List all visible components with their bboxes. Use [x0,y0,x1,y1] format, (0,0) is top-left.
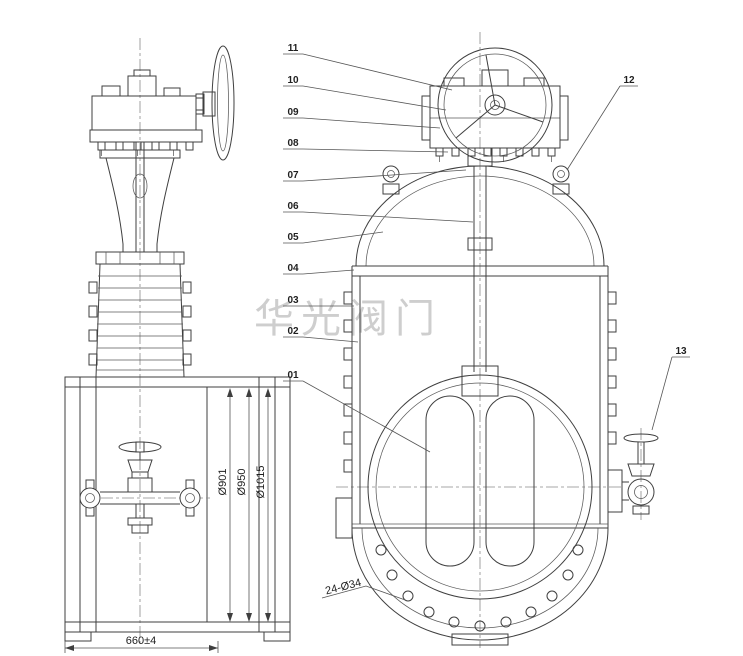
callout-03: 03 [283,295,354,307]
lifting-eye-right [552,165,570,195]
bolt-hole [500,616,512,628]
handwheel-spoke [485,54,496,106]
callout-05-label: 05 [287,232,299,243]
callout-04-label: 04 [287,263,299,274]
callout-labels: 11 10 09 08 07 06 05 [283,43,690,453]
callout-06-label: 06 [287,201,299,212]
callout-08-label: 08 [287,138,299,149]
left-view [64,38,291,645]
valve-stem [467,166,493,372]
side-bonnet [95,142,185,265]
dimension-dia-901: Ø901 [217,388,233,622]
dimension-dia-950: Ø950 [236,388,252,622]
gate-disc [367,365,593,600]
lifting-eye-left [382,165,400,195]
dim-bolt-holes-text: 24-Ø34 [324,577,363,598]
dim-dia-901-text: Ø901 [217,469,229,496]
callout-05: 05 [283,231,384,244]
callout-10-label: 10 [287,75,299,86]
bolt-hole [375,544,387,556]
callout-13-label: 13 [675,346,687,357]
bolt-hole [386,569,398,581]
bolt-hole [448,616,460,628]
side-body-shell [64,376,291,642]
front-handwheel [437,47,553,163]
callout-01: 01 [283,370,431,453]
front-body-shell [335,265,617,539]
callout-10: 10 [283,75,447,111]
callout-13: 13 [651,346,690,431]
dimensions: Ø901 Ø950 Ø1015 660±4 24-Ø34 [64,388,409,653]
bolt-hole [572,544,584,556]
bolt-hole [525,606,537,618]
dimension-overall-width: 660±4 [64,635,219,653]
callout-02-label: 02 [287,326,299,337]
callout-12: 12 [566,75,638,171]
callout-07-label: 07 [287,170,299,181]
side-handwheel [196,45,235,161]
callout-01-label: 01 [287,370,299,381]
front-bonnet-dome [355,147,605,267]
callout-09-label: 09 [287,107,299,118]
dimension-dia-1015: Ø1015 [255,388,271,622]
callout-07: 07 [283,169,467,182]
handwheel-spoke [494,104,544,123]
callout-03-label: 03 [287,295,299,306]
front-gearbox [421,69,569,162]
right-view [335,32,659,648]
side-bypass-valve [79,441,210,534]
front-bypass-valve [607,428,659,520]
dim-overall-width-text: 660±4 [126,635,157,647]
callout-12-label: 12 [623,75,635,86]
bolt-hole [546,590,558,602]
watermark-text: 华光阀门 [254,296,442,342]
side-gearbox [89,69,205,156]
callout-02: 02 [283,326,359,343]
callout-08: 08 [283,138,449,153]
side-ribbed-body [88,263,192,378]
callout-09: 09 [283,107,441,129]
handwheel-spoke [455,104,496,139]
bolt-hole [562,569,574,581]
dim-dia-950-text: Ø950 [236,469,248,496]
callout-04: 04 [283,263,355,275]
dim-dia-1015-text: Ø1015 [255,465,267,498]
callout-11-label: 11 [288,43,299,54]
bottom-flange [351,527,609,646]
bolt-hole [474,620,486,632]
bolt-hole [423,606,435,618]
callout-11: 11 [283,43,453,91]
callout-06: 06 [283,201,474,223]
